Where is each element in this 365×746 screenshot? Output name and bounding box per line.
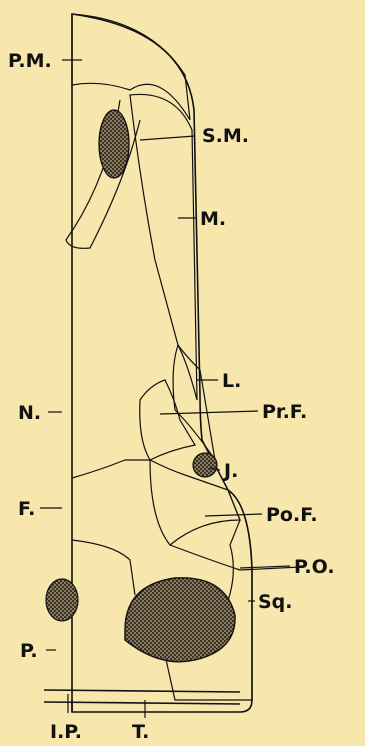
label-interparietal: I.P.	[50, 721, 82, 743]
label-lacrimal: L.	[222, 370, 241, 392]
label-jugal: J.	[222, 460, 238, 482]
label-postfrontal: Po.F.	[266, 504, 318, 526]
frontal-suture	[72, 460, 150, 478]
prefrontal	[140, 380, 195, 460]
label-maxilla: M.	[200, 208, 226, 230]
frontal-lower	[72, 540, 135, 595]
label-frontal: F.	[18, 498, 35, 520]
label-postorbital: P.O.	[294, 556, 335, 578]
label-tabular: T.	[132, 721, 149, 743]
label-premaxilla: P.M.	[8, 50, 52, 72]
temporal-fenestra	[125, 578, 235, 662]
label-septomaxilla: S.M.	[202, 125, 249, 147]
label-squamosal: Sq.	[258, 591, 293, 613]
jugal	[193, 453, 217, 477]
label-nasal: N.	[18, 402, 41, 424]
label-prefrontal: Pr.F.	[262, 401, 307, 423]
label-parietal: P.	[20, 640, 38, 662]
interparietal-line	[44, 690, 240, 704]
parietal-foramen	[46, 579, 78, 621]
septomaxilla	[99, 110, 129, 178]
